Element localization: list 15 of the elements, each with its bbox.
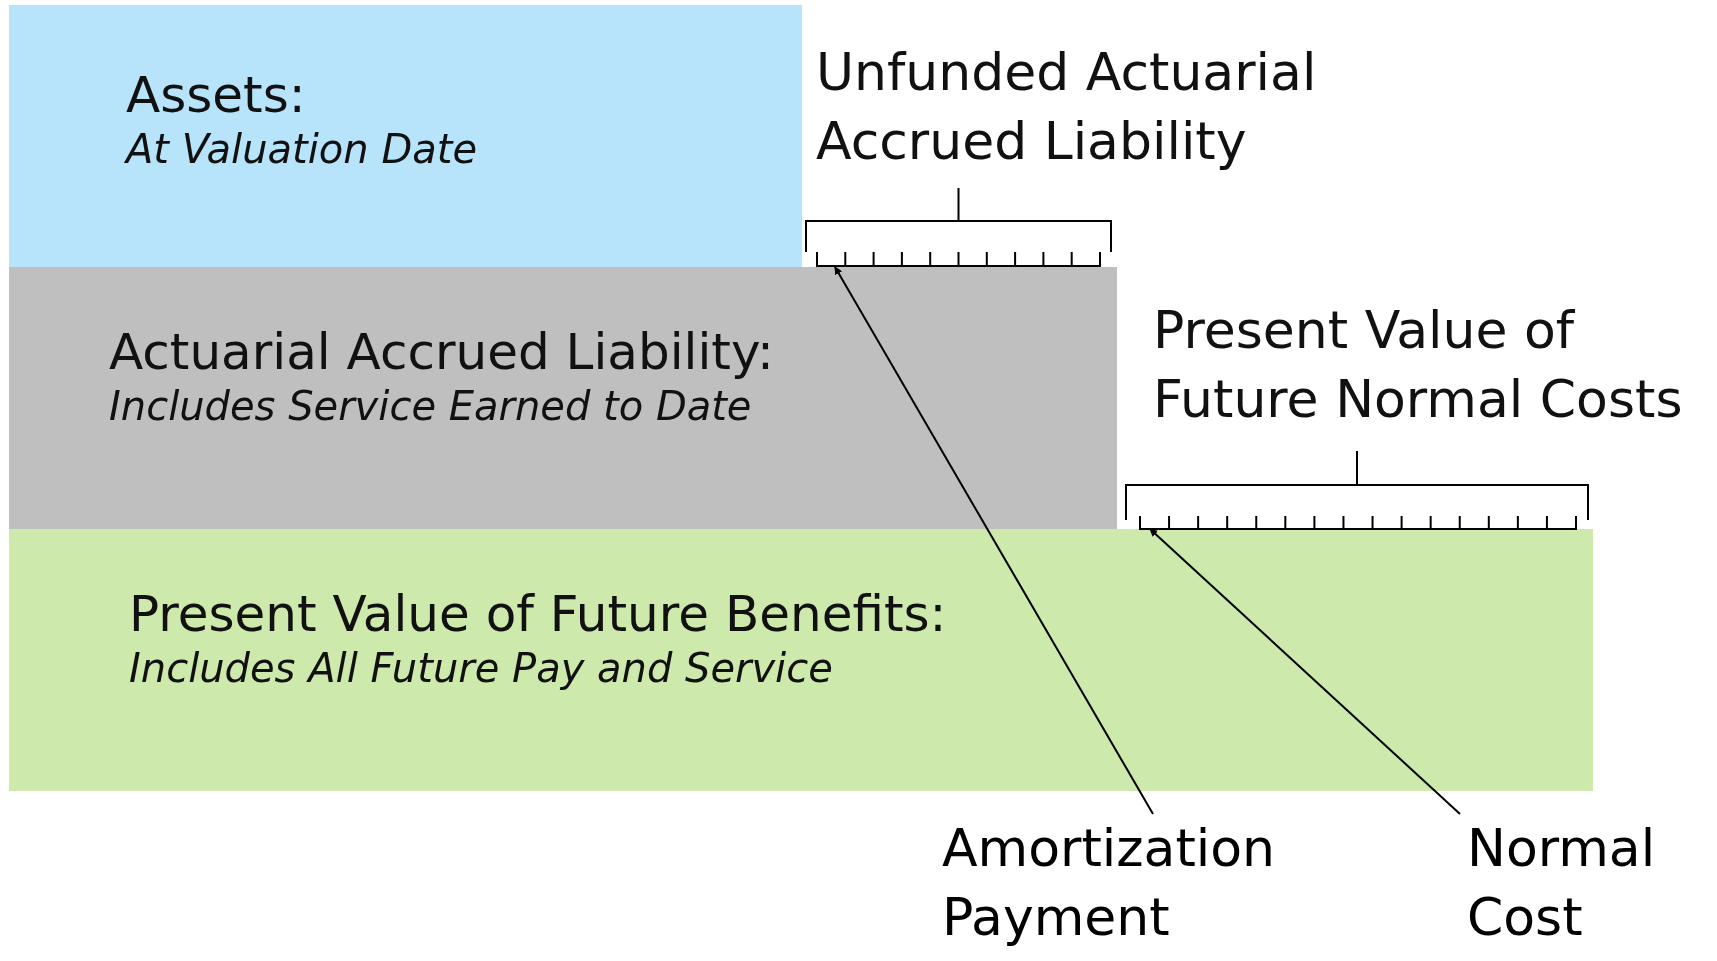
- bracket-label: Unfunded Actuarial Accrued Liability: [816, 41, 1318, 174]
- assets-block: [9, 5, 802, 267]
- callout-text: Normal Cost: [1467, 814, 1697, 961]
- liability-block: [9, 267, 1117, 529]
- leader-arrow: [1149, 528, 1461, 815]
- block-heading: Assets:: [126, 65, 306, 125]
- bracket-label: Present Value of Future Normal Costs: [1153, 299, 1684, 432]
- block-subtitle: Includes Service Earned to Date: [109, 382, 752, 430]
- benefits-block: [9, 529, 1593, 791]
- leader-arrow: [834, 266, 1154, 815]
- block-heading: Actuarial Accrued Liability:: [109, 322, 774, 382]
- callout-text: Amortization Payment: [942, 814, 1302, 961]
- block-heading: Present Value of Future Benefits:: [129, 584, 947, 644]
- block-subtitle: Includes All Future Pay and Service: [129, 644, 833, 692]
- block-subtitle: At Valuation Date: [126, 125, 477, 173]
